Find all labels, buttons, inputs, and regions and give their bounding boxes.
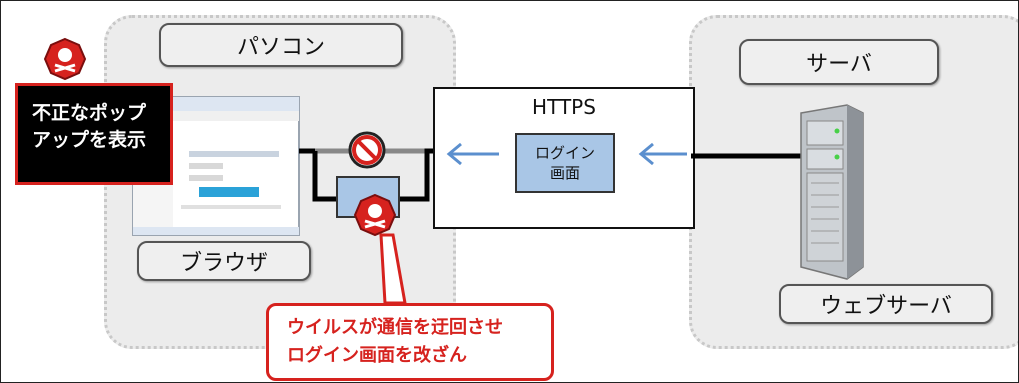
popup-callout-line2: アップを表示 [32,129,147,151]
server-tower-icon [800,104,864,280]
skull-badge-icon [43,37,87,81]
bypass-left [312,151,337,202]
https-box: HTTPS ログイン 画面 [433,87,695,229]
arrow-left-icon-2 [638,142,687,166]
virus-callout-line1: ウイルスが通信を迂回させ [287,317,503,338]
popup-callout-line1: 不正なポップ [32,102,147,124]
pc-title: パソコン [159,23,403,67]
browser-label: ブラウザ [137,241,311,281]
arrow-left-icon [446,142,499,166]
login-screen-box: ログイン 画面 [515,133,615,193]
login-line2: 画面 [549,164,580,182]
login-line1: ログイン [534,144,595,162]
popup-callout: 不正なポップ アップを表示 [15,83,173,185]
webserver-label: ウェブサーバ [779,284,993,324]
virus-callout: ウイルスが通信を迂回させ ログイン画面を改ざん [266,303,554,381]
virus-callout-tail [379,233,407,305]
server-title: サーバ [739,39,939,85]
https-title: HTTPS [532,95,596,119]
prohibited-icon [348,131,386,169]
virus-callout-line2: ログイン画面を改ざん [287,345,467,366]
skull-virus-icon [353,193,397,237]
bypass-right [399,148,433,202]
